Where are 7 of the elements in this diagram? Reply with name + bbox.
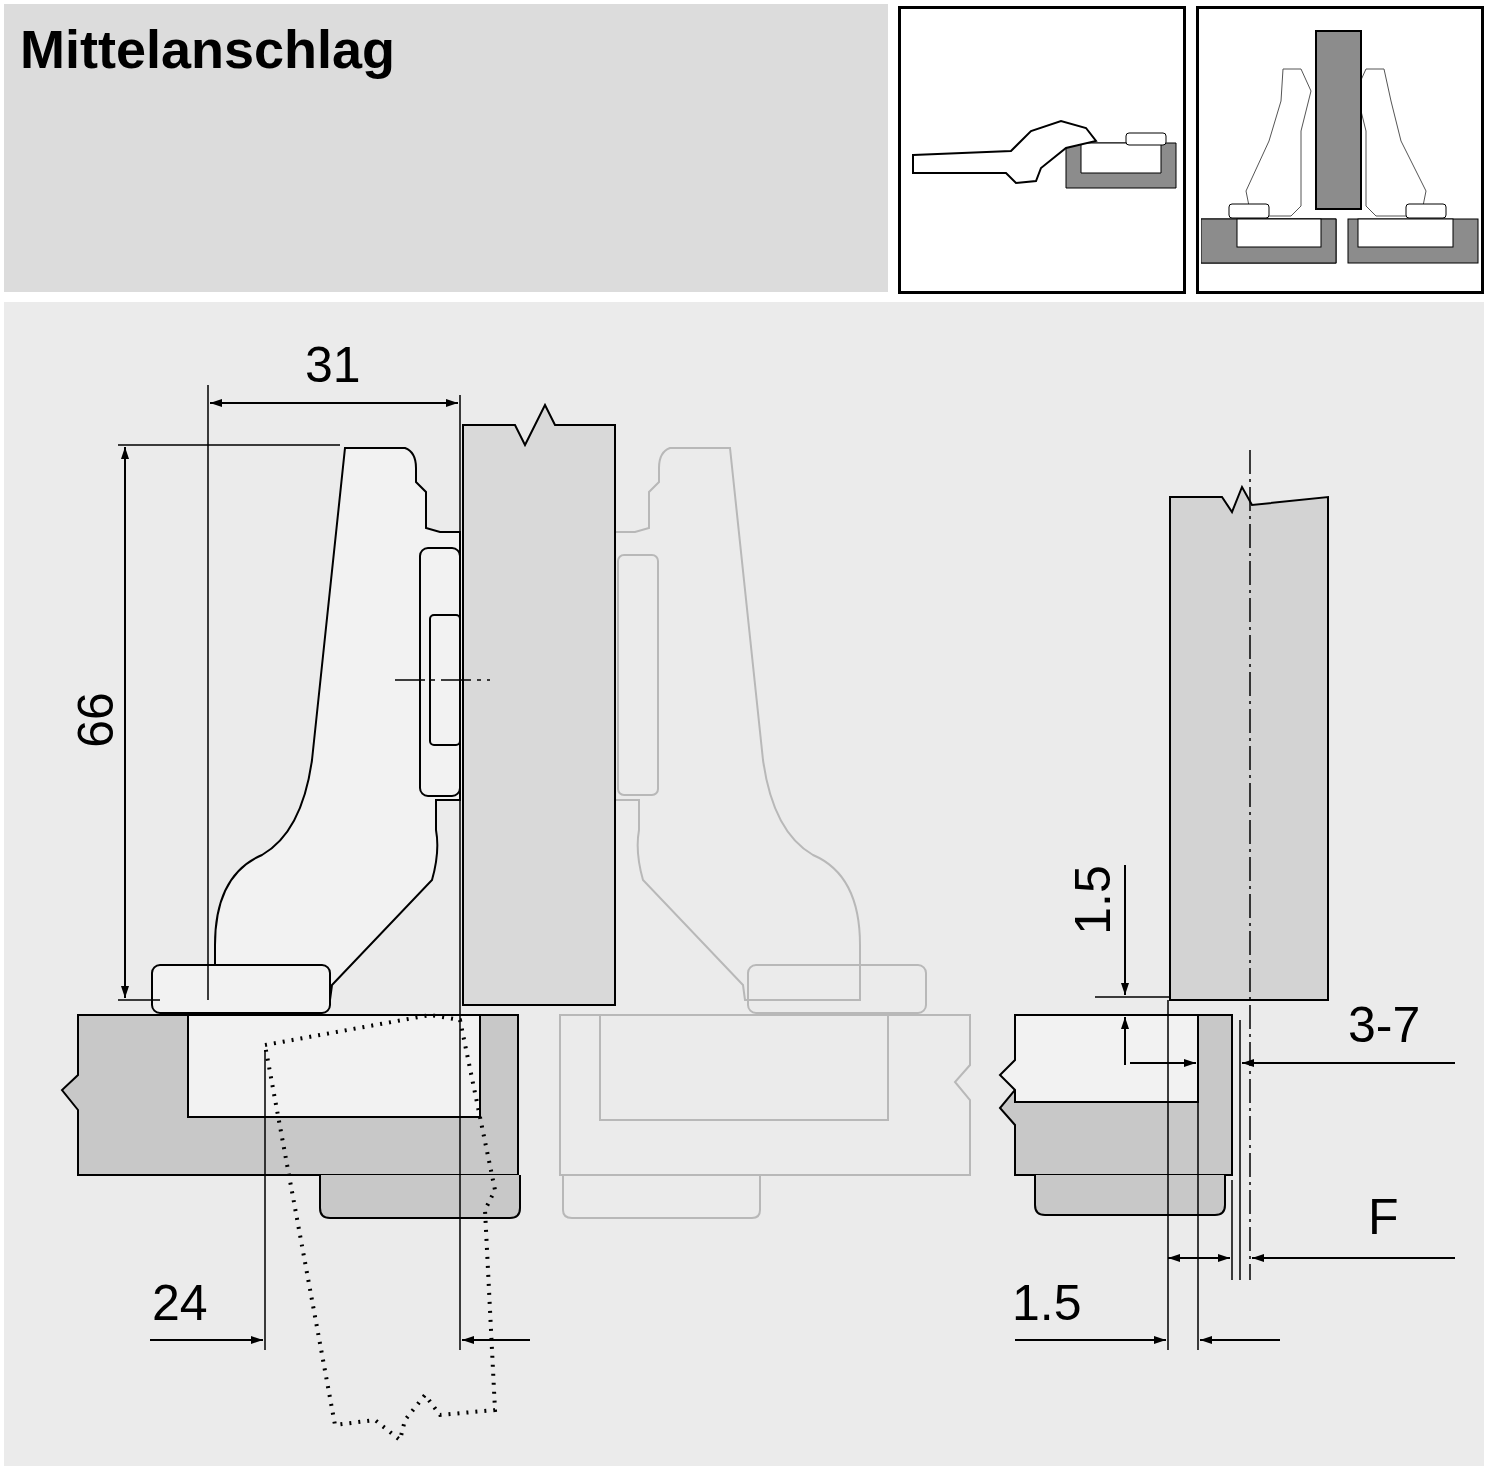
dimension-label: 1.5: [1067, 865, 1118, 935]
dimension-label: F: [1368, 1192, 1399, 1242]
dimension-label: 24: [152, 1278, 208, 1328]
dimension-label: 31: [305, 340, 361, 390]
dimension-label: 3-7: [1348, 1000, 1421, 1050]
dimension-label: 1.5: [1012, 1278, 1082, 1328]
dimension-label: 66: [70, 692, 121, 748]
